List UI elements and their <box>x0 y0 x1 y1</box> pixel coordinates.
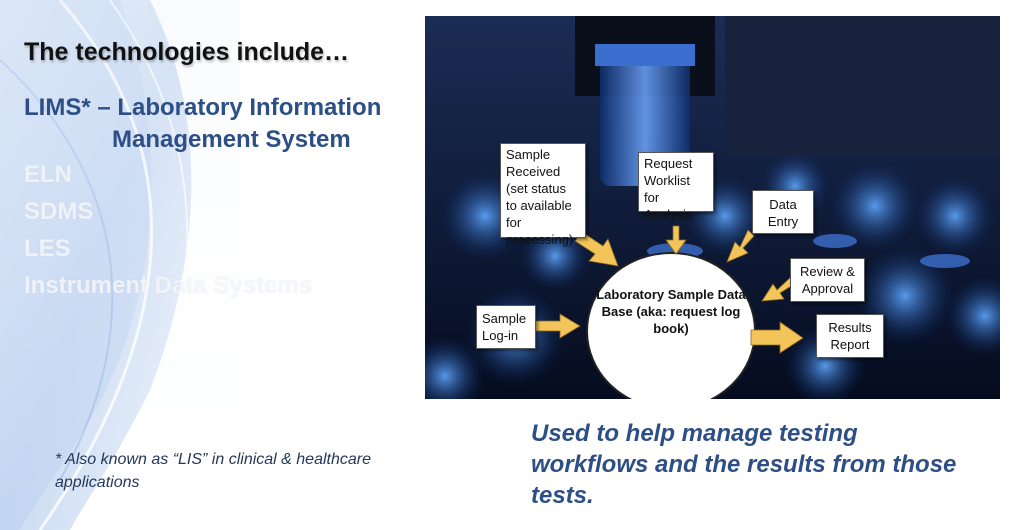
hub-label: Laboratory Sample Data Base (aka: reques… <box>596 287 746 336</box>
slide-heading: The technologies include… <box>24 38 350 66</box>
callout-request-worklist: Request Worklist for Analysis <box>638 152 714 222</box>
technology-list: LIMS* – Laboratory Information Managemen… <box>24 92 424 304</box>
callout-sample-login: Sample Log-in <box>476 305 536 349</box>
lims-line-1: LIMS* – Laboratory Information <box>24 94 382 121</box>
callout-review-approval: Review & Approval <box>790 258 865 302</box>
callout-results-report: Results Report <box>816 314 884 358</box>
technology-les: LES <box>24 235 71 262</box>
technology-sdms: SDMS <box>24 198 94 225</box>
lims-line-2: Management System <box>112 126 351 153</box>
tagline: Used to help manage testing workflows an… <box>531 420 957 509</box>
technology-instrument-data-systems: Instrument Data Systems <box>24 272 313 299</box>
technology-lims: LIMS* – Laboratory Information Managemen… <box>24 92 424 156</box>
arrow-from-sample-login <box>534 313 581 339</box>
callout-sample-received: Sample Received (set status to available… <box>500 143 586 247</box>
arrow-to-results-report <box>750 321 804 354</box>
footnote: * Also known as “LIS” in clinical & heal… <box>55 451 371 491</box>
workflow-arrows <box>534 225 804 354</box>
arrow-from-sample-received <box>574 231 619 267</box>
arrow-from-data-entry <box>726 229 755 263</box>
technology-eln: ELN <box>24 161 72 188</box>
callout-data-entry: Data Entry <box>752 190 814 234</box>
arrow-from-request-worklist <box>665 225 687 255</box>
